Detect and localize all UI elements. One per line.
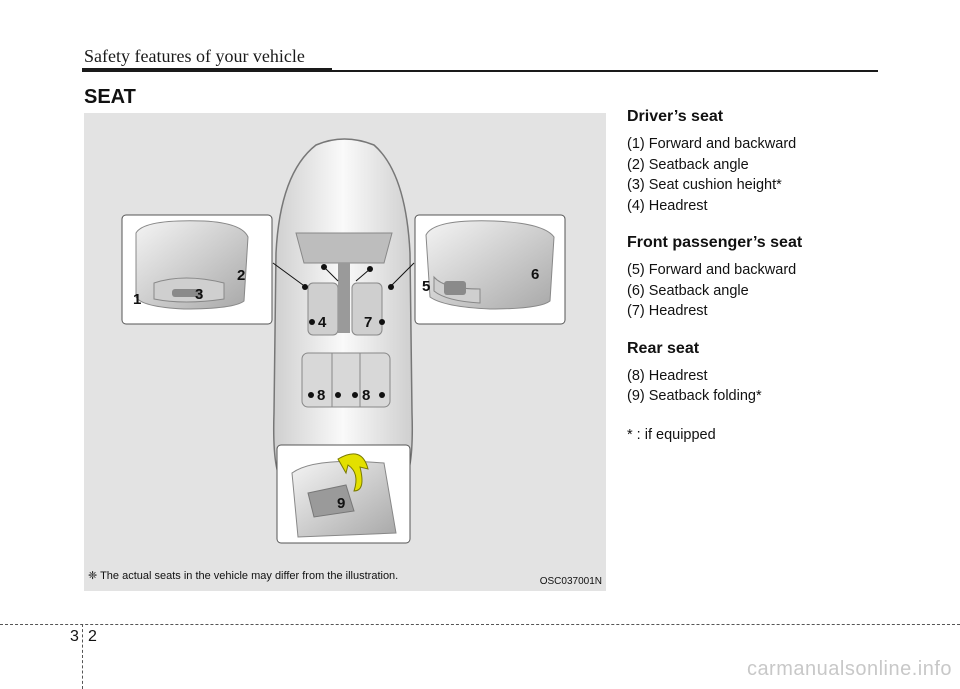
list-item: (5) Forward and backward <box>627 262 797 278</box>
callout-7: 7 <box>364 314 372 331</box>
footer-divider <box>82 624 83 689</box>
list-item: (8) Headrest <box>627 367 708 384</box>
driver-seat-inset <box>121 214 273 325</box>
passenger-seat-heading: Front passenger’s seat <box>627 234 803 251</box>
lever-arrow-icon <box>337 453 369 492</box>
section-title: SEAT <box>84 86 136 108</box>
car-seat-diagram: 1 2 3 4 5 6 7 8 8 9 <box>121 138 566 544</box>
page-number: 2 <box>88 628 97 645</box>
header-rule <box>82 70 878 72</box>
list-item: (7) Headrest <box>627 303 708 319</box>
seat-descriptions: Driver’s seat (1) Forward and backward (… <box>627 108 927 445</box>
list-item: (3) Seat cushion height* <box>627 177 782 193</box>
list-item: (2) Seatback angle <box>627 156 749 173</box>
callout-numbers: 1 2 3 4 5 6 7 8 8 9 <box>133 266 539 512</box>
passenger-seat-group: Front passenger’s seat (5) Forward and b… <box>627 234 927 322</box>
drivers-seat-group: Driver’s seat (1) Forward and backward (… <box>627 108 927 216</box>
callout-6: 6 <box>531 266 539 283</box>
chapter-number: 3 <box>70 628 79 645</box>
footnote: * : if equipped <box>627 426 716 443</box>
car-body <box>272 138 414 486</box>
callout-8-left: 8 <box>317 387 325 404</box>
list-item: (4) Headrest <box>627 197 708 214</box>
list-item: (6) Seatback angle <box>627 282 749 299</box>
rear-seat-heading: Rear seat <box>627 339 700 357</box>
callout-9: 9 <box>337 495 345 512</box>
list-item: (9) Seatback folding* <box>627 388 762 404</box>
callout-8-right: 8 <box>362 387 370 404</box>
footer-rule <box>0 624 960 625</box>
leader-lines <box>272 262 415 286</box>
list-item: (1) Forward and backward <box>627 136 797 152</box>
seat-illustration: 1 2 3 4 5 6 7 8 8 9 ❈ The actual seats i… <box>84 113 606 591</box>
watermark: carmanualsonline.info <box>746 658 952 680</box>
running-title: Safety features of your vehicle <box>84 46 305 66</box>
callout-3: 3 <box>195 286 203 303</box>
drivers-seat-heading: Driver’s seat <box>627 108 724 125</box>
callout-5: 5 <box>422 278 430 295</box>
callout-4: 4 <box>318 314 327 331</box>
callout-2: 2 <box>237 267 245 284</box>
passenger-seat-inset <box>414 214 566 325</box>
figure-code: OSC037001N <box>539 576 602 587</box>
rear-seat-group: Rear seat (8) Headrest (9) Seatback fold… <box>627 340 927 407</box>
figure-note: ❈ The actual seats in the vehicle may di… <box>88 570 399 582</box>
callout-1: 1 <box>133 291 141 308</box>
rear-seat-inset <box>276 444 411 544</box>
